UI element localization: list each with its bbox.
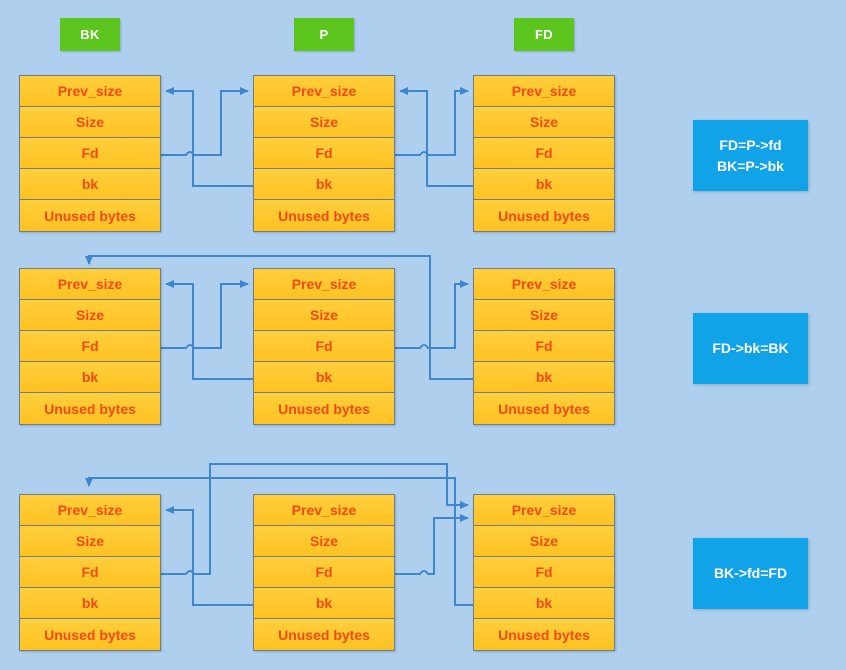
field-unused-bytes: Unused bytes [254, 393, 394, 424]
field-bk: bk [474, 362, 614, 393]
row2-wire-p-bk-to-bk [165, 280, 253, 380]
field-fd: Fd [474, 138, 614, 169]
note-row1: FD=P->fd BK=P->bk [693, 120, 808, 191]
note-row2-line-1: FD->bk=BK [712, 340, 789, 357]
field-unused-bytes: Unused bytes [474, 200, 614, 231]
field-bk: bk [20, 362, 160, 393]
note-row1-line-2: BK=P->bk [717, 157, 784, 174]
field-bk: bk [474, 588, 614, 619]
field-size: Size [474, 526, 614, 557]
chunk-row2-bk: Prev_size Size Fd bk Unused bytes [19, 268, 161, 425]
field-size: Size [254, 526, 394, 557]
field-prev-size: Prev_size [254, 76, 394, 107]
chunk-row3-p: Prev_size Size Fd bk Unused bytes [253, 494, 395, 651]
pointer-tag-p: P [294, 18, 354, 51]
field-bk: bk [254, 588, 394, 619]
field-fd: Fd [474, 557, 614, 588]
field-size: Size [20, 526, 160, 557]
field-fd: Fd [20, 557, 160, 588]
chunk-row1-p: Prev_size Size Fd bk Unused bytes [253, 75, 395, 232]
pointer-tag-bk: BK [60, 18, 120, 51]
row2-wire-fd-bk-to-bk-top [85, 255, 473, 380]
note-row3-line-1: BK->fd=FD [713, 565, 788, 582]
note-row2: FD->bk=BK [693, 313, 808, 384]
chunk-row2-p: Prev_size Size Fd bk Unused bytes [253, 268, 395, 425]
field-bk: bk [20, 169, 160, 200]
row3-wire-p-fd-to-fd [395, 514, 469, 575]
field-unused-bytes: Unused bytes [474, 619, 614, 650]
field-prev-size: Prev_size [474, 495, 614, 526]
field-unused-bytes: Unused bytes [20, 393, 160, 424]
note-row3: BK->fd=FD [693, 538, 808, 609]
row1-wire-bk-fd-to-p [161, 87, 249, 156]
row2-wire-bk-fd-to-p [161, 280, 249, 349]
field-unused-bytes: Unused bytes [254, 619, 394, 650]
field-prev-size: Prev_size [474, 76, 614, 107]
chunk-row3-fd: Prev_size Size Fd bk Unused bytes [473, 494, 615, 651]
pointer-tag-bk-label: BK [80, 27, 100, 42]
pointer-tag-fd: FD [514, 18, 574, 51]
field-fd: Fd [254, 331, 394, 362]
field-unused-bytes: Unused bytes [474, 393, 614, 424]
pointer-tag-fd-label: FD [535, 27, 553, 42]
row2-wire-p-fd-to-fd [395, 280, 469, 349]
field-unused-bytes: Unused bytes [254, 200, 394, 231]
field-prev-size: Prev_size [254, 269, 394, 300]
note-row1-line-1: FD=P->fd [719, 137, 782, 154]
field-fd: Fd [20, 138, 160, 169]
field-prev-size: Prev_size [474, 269, 614, 300]
field-unused-bytes: Unused bytes [20, 619, 160, 650]
row1-wire-fd-bk-to-p [399, 87, 473, 187]
field-fd: Fd [20, 331, 160, 362]
field-prev-size: Prev_size [254, 495, 394, 526]
chunk-row1-bk: Prev_size Size Fd bk Unused bytes [19, 75, 161, 232]
field-size: Size [254, 107, 394, 138]
field-unused-bytes: Unused bytes [20, 200, 160, 231]
field-bk: bk [474, 169, 614, 200]
field-size: Size [474, 300, 614, 331]
field-fd: Fd [254, 138, 394, 169]
chunk-row2-fd: Prev_size Size Fd bk Unused bytes [473, 268, 615, 425]
field-prev-size: Prev_size [20, 269, 160, 300]
chunk-row3-bk: Prev_size Size Fd bk Unused bytes [19, 494, 161, 651]
field-prev-size: Prev_size [20, 495, 160, 526]
row3-wire-p-bk-to-bk [165, 506, 253, 606]
field-size: Size [20, 300, 160, 331]
row1-wire-p-fd-to-fd [395, 87, 469, 156]
row1-wire-p-bk-to-bk [165, 87, 253, 187]
field-fd: Fd [474, 331, 614, 362]
field-size: Size [254, 300, 394, 331]
field-prev-size: Prev_size [20, 76, 160, 107]
chunk-row1-fd: Prev_size Size Fd bk Unused bytes [473, 75, 615, 232]
field-bk: bk [20, 588, 160, 619]
field-bk: bk [254, 362, 394, 393]
pointer-tag-p-label: P [319, 27, 329, 42]
row3-wire-fd-bk-to-bk-top [85, 477, 473, 606]
field-size: Size [474, 107, 614, 138]
field-bk: bk [254, 169, 394, 200]
field-size: Size [20, 107, 160, 138]
field-fd: Fd [254, 557, 394, 588]
